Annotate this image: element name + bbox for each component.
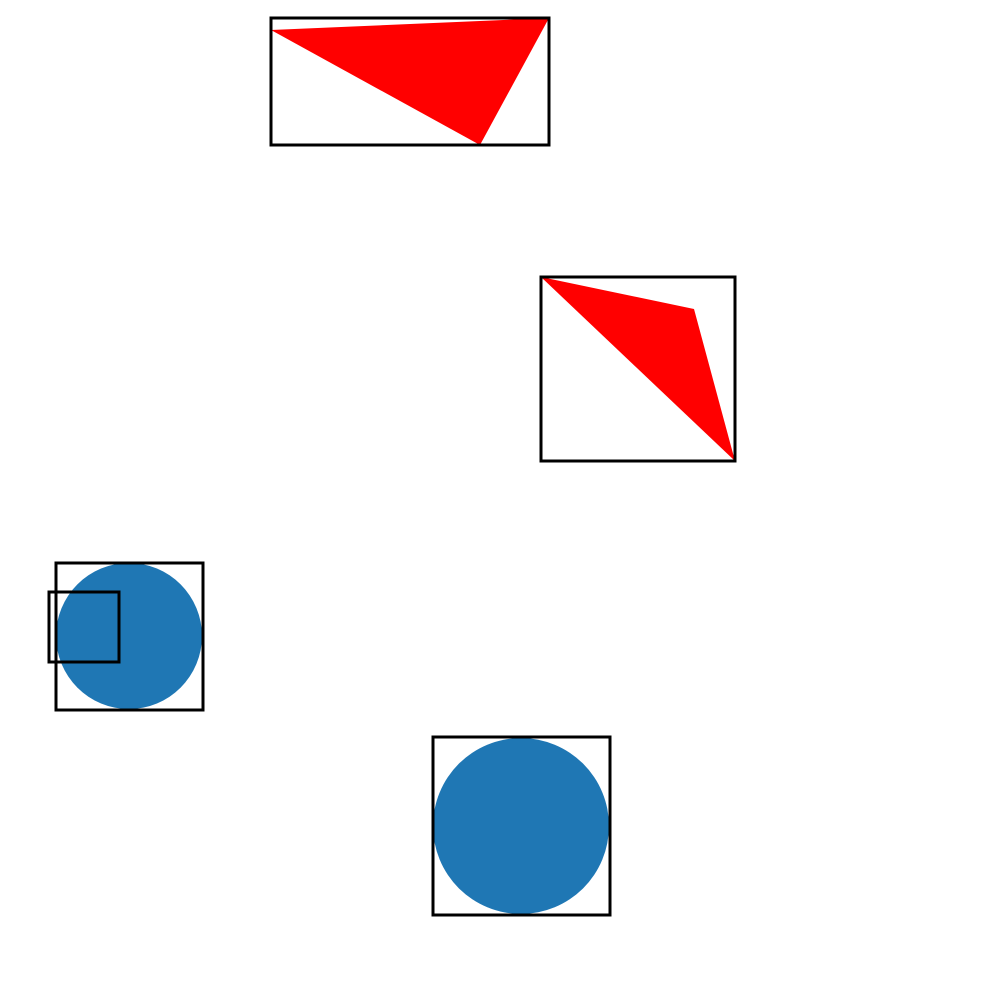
bounding-box (269, 16, 551, 147)
circle-box-bottom (431, 735, 612, 917)
red-triangle (541, 277, 735, 461)
red-triangle (271, 18, 549, 145)
triangle-box-top (269, 16, 551, 147)
blue-circle (433, 738, 609, 914)
triangle-box-right (539, 275, 737, 463)
blue-circle (56, 563, 202, 709)
bounding-box (54, 561, 205, 712)
bounding-box (431, 735, 612, 917)
inner-square (47, 590, 121, 664)
circle-box-left (47, 561, 205, 712)
bounding-box (539, 275, 737, 463)
